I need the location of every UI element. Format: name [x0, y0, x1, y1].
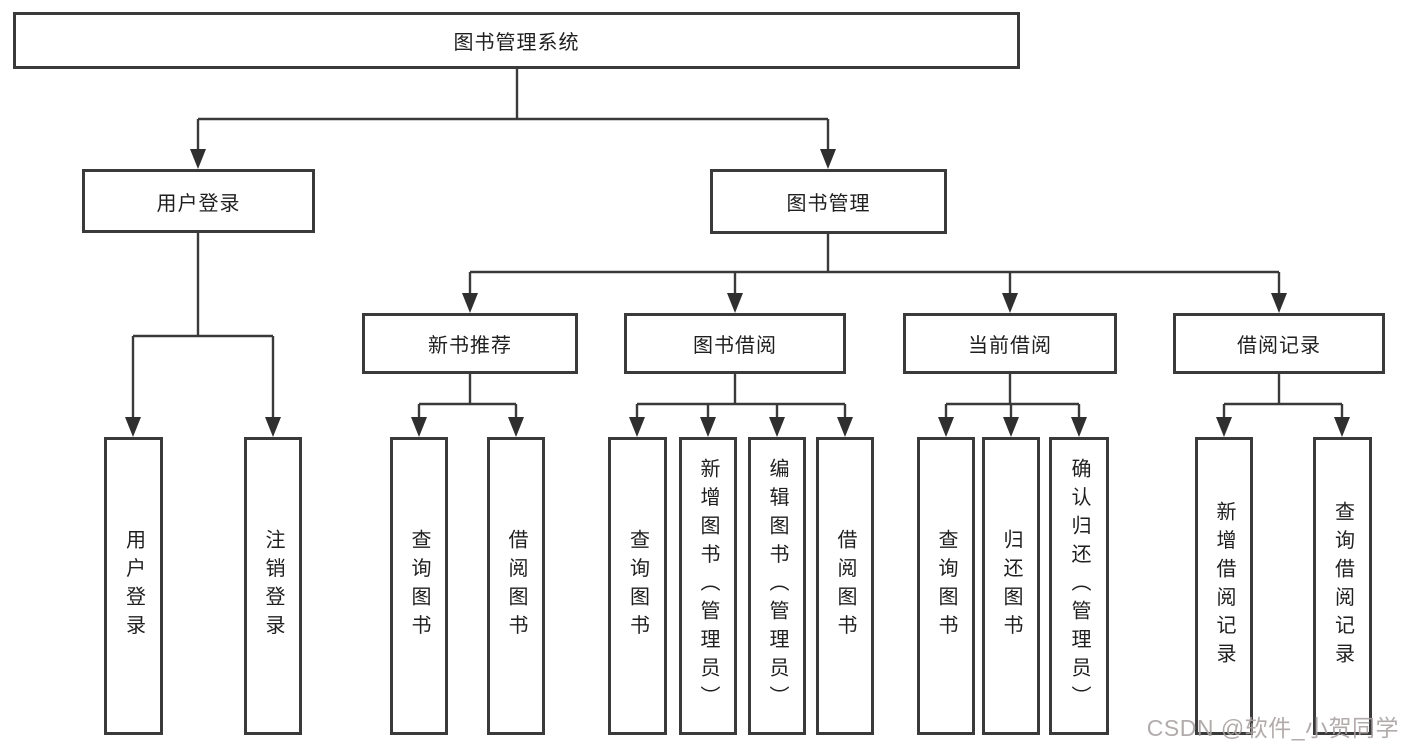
- node-leaf-add-borrow-record: 新增借阅记录: [1195, 437, 1253, 735]
- node-new-book-recommend: 新书推荐: [362, 313, 578, 374]
- node-leaf-query-books-borrowing: 查询图书: [608, 437, 667, 735]
- node-book-borrowing: 图书借阅: [624, 313, 846, 374]
- node-leaf-borrow-books-recommend: 借阅图书: [487, 437, 545, 735]
- node-leaf-query-books-current: 查询图书: [917, 437, 975, 735]
- node-leaf-query-books-recommend: 查询图书: [390, 437, 448, 735]
- node-leaf-return-books: 归还图书: [982, 437, 1040, 735]
- node-leaf-confirm-return-admin: 确认归还（管理员）: [1049, 437, 1109, 735]
- node-leaf-user-login: 用户登录: [104, 437, 163, 735]
- node-leaf-borrow-books-borrowing: 借阅图书: [816, 437, 874, 735]
- node-leaf-edit-books-admin: 编辑图书（管理员）: [748, 437, 806, 735]
- node-leaf-query-borrow-record: 查询借阅记录: [1313, 437, 1372, 735]
- arrowheads: [125, 149, 1350, 437]
- node-book-management: 图书管理: [710, 169, 947, 234]
- node-root-system: 图书管理系统: [13, 12, 1020, 69]
- node-leaf-logout: 注销登录: [244, 437, 302, 735]
- node-leaf-add-books-admin: 新增图书（管理员）: [679, 437, 737, 735]
- node-current-borrowing: 当前借阅: [903, 313, 1117, 374]
- node-borrowing-records: 借阅记录: [1173, 313, 1385, 374]
- node-user-login: 用户登录: [82, 169, 315, 233]
